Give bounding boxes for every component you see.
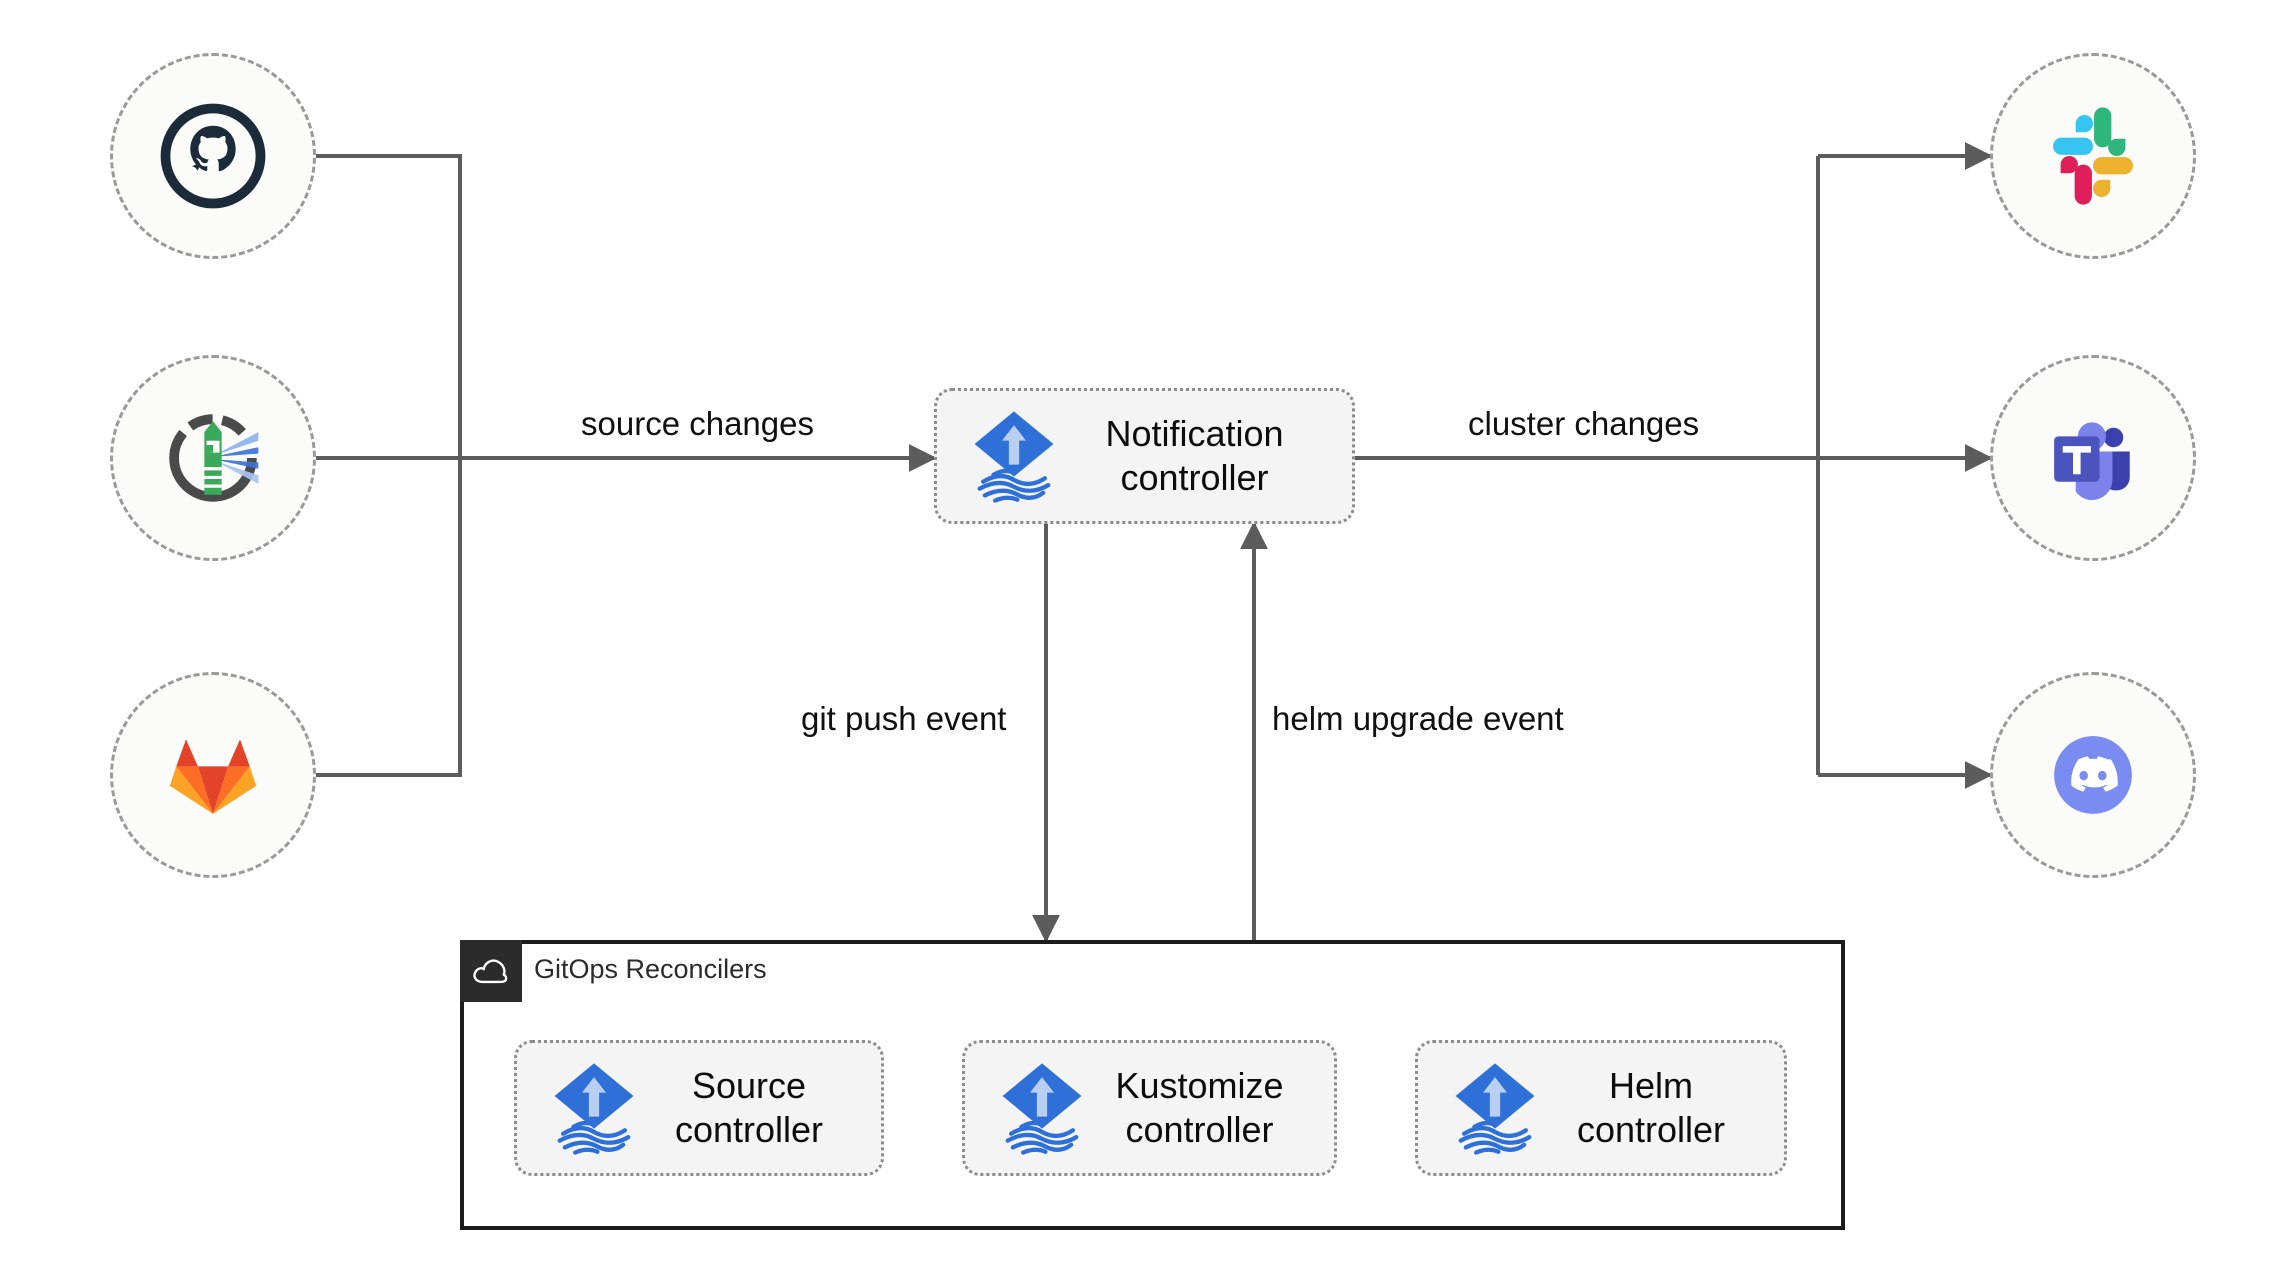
source-node-gitlab[interactable] xyxy=(110,672,316,878)
helm-controller-card[interactable]: Helm controller xyxy=(1415,1040,1787,1176)
flux-controller-icon xyxy=(1455,1063,1535,1155)
source-controller-card[interactable]: Source controller xyxy=(514,1040,884,1176)
target-node-slack[interactable] xyxy=(1990,53,2196,259)
target-node-discord[interactable] xyxy=(1990,672,2196,878)
discord-icon xyxy=(2054,736,2132,814)
helm-controller-label: Helm controller xyxy=(1576,1065,1726,1150)
edge-label-source-changes: source changes xyxy=(581,405,814,442)
gitops-reconcilers-tab xyxy=(460,940,522,1002)
flux-controller-icon xyxy=(974,411,1054,503)
flux-controller-icon xyxy=(554,1063,634,1155)
edge-label-helm-upgrade-event: helm upgrade event xyxy=(1272,700,1564,737)
teams-icon xyxy=(2054,422,2130,501)
github-icon xyxy=(160,103,266,209)
source-controller-label: Source controller xyxy=(674,1065,824,1150)
kustomize-controller-label: Kustomize controller xyxy=(1115,1065,1284,1150)
slack-icon xyxy=(2053,107,2133,205)
target-node-teams[interactable] xyxy=(1990,355,2196,561)
edge-label-cluster-changes: cluster changes xyxy=(1468,405,1700,442)
flux-lighthouse-icon xyxy=(169,414,259,502)
source-node-github[interactable] xyxy=(110,53,316,259)
cloud-icon xyxy=(473,959,508,984)
source-node-flux[interactable] xyxy=(110,355,316,561)
flux-controller-icon xyxy=(1002,1063,1082,1155)
wire-source-trunk xyxy=(313,154,462,777)
gitops-reconcilers-title: GitOps Reconcilers xyxy=(534,954,767,984)
edge-label-git-push-event: git push event xyxy=(801,700,1007,737)
notification-controller-card[interactable]: Notification controller xyxy=(934,388,1355,524)
kustomize-controller-card[interactable]: Kustomize controller xyxy=(962,1040,1337,1176)
gitlab-icon xyxy=(169,739,257,814)
notification-controller-label: Notification controller xyxy=(1105,413,1284,498)
